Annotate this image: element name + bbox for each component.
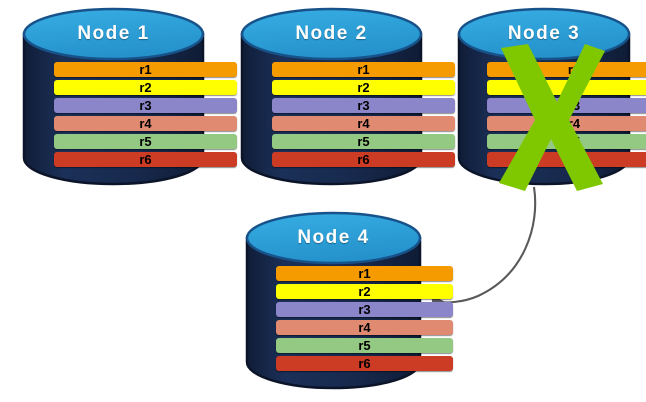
- row-label: r3: [567, 98, 581, 113]
- row-r1[interactable]: r1: [272, 62, 455, 77]
- row-label: r6: [567, 152, 581, 167]
- cylinder-top: [457, 7, 631, 61]
- row-label: r3: [358, 302, 371, 317]
- row-r6[interactable]: r6: [487, 152, 646, 167]
- row-r1[interactable]: r1: [276, 266, 453, 281]
- row-r2[interactable]: r2: [54, 80, 237, 95]
- row-label: r2: [358, 284, 371, 299]
- row-r6[interactable]: r6: [272, 152, 455, 167]
- row-label: r2: [357, 80, 370, 95]
- row-r3[interactable]: r3: [487, 98, 646, 113]
- row-label: r6: [357, 152, 370, 167]
- row-label: r2: [139, 80, 152, 95]
- row-r2[interactable]: r2: [487, 80, 646, 95]
- cylinder-top: [22, 7, 205, 61]
- row-label: r4: [139, 116, 152, 131]
- row-r4[interactable]: r4: [54, 116, 237, 131]
- node-2[interactable]: Node 2 r1 r2 r3 r4 r5 r6: [240, 7, 455, 186]
- row-label: r4: [358, 320, 371, 335]
- row-label: r1: [139, 62, 152, 77]
- row-label: r4: [357, 116, 370, 131]
- row-r4[interactable]: r4: [487, 116, 646, 131]
- node-2-rows: r1 r2 r3 r4 r5 r6: [240, 62, 487, 170]
- row-r5[interactable]: r5: [487, 134, 646, 149]
- node-3[interactable]: Node 3 r1 r2 r3 r4 r5 r6: [457, 7, 646, 191]
- row-r1[interactable]: r1: [487, 62, 646, 77]
- row-r6[interactable]: r6: [276, 356, 453, 371]
- row-label: r5: [567, 134, 581, 149]
- row-r6[interactable]: r6: [54, 152, 237, 167]
- cylinder-top: [245, 211, 422, 265]
- row-label: r5: [358, 338, 371, 353]
- row-label: r5: [357, 134, 370, 149]
- row-label: r6: [139, 152, 152, 167]
- row-r2[interactable]: r2: [272, 80, 455, 95]
- row-label: r3: [139, 98, 152, 113]
- row-label: r1: [567, 62, 581, 77]
- row-r3[interactable]: r3: [54, 98, 237, 113]
- node-3-rows: r1 r2 r3 r4 r5 r6: [457, 62, 646, 170]
- row-r3[interactable]: r3: [276, 302, 453, 317]
- row-r2[interactable]: r2: [276, 284, 453, 299]
- row-r5[interactable]: r5: [272, 134, 455, 149]
- row-r3[interactable]: r3: [272, 98, 455, 113]
- node-1[interactable]: Node 1 r1 r2 r3 r4 r5 r6: [22, 7, 237, 186]
- cylinder-top: [240, 7, 423, 61]
- row-label: r4: [567, 116, 581, 131]
- row-label: r3: [357, 98, 370, 113]
- row-r5[interactable]: r5: [276, 338, 453, 353]
- row-r5[interactable]: r5: [54, 134, 237, 149]
- row-label: r5: [139, 134, 152, 149]
- node-4[interactable]: Node 4 r1 r2 r3 r4 r5 r6: [245, 211, 453, 390]
- row-r1[interactable]: r1: [54, 62, 237, 77]
- node-1-rows: r1 r2 r3 r4 r5 r6: [22, 62, 269, 170]
- row-label: r1: [357, 62, 370, 77]
- row-label: r1: [358, 266, 371, 281]
- node-4-rows: r1 r2 r3 r4 r5 r6: [245, 266, 484, 374]
- row-label: r2: [567, 80, 581, 95]
- row-r4[interactable]: r4: [272, 116, 455, 131]
- row-label: r6: [358, 356, 371, 371]
- row-r4[interactable]: r4: [276, 320, 453, 335]
